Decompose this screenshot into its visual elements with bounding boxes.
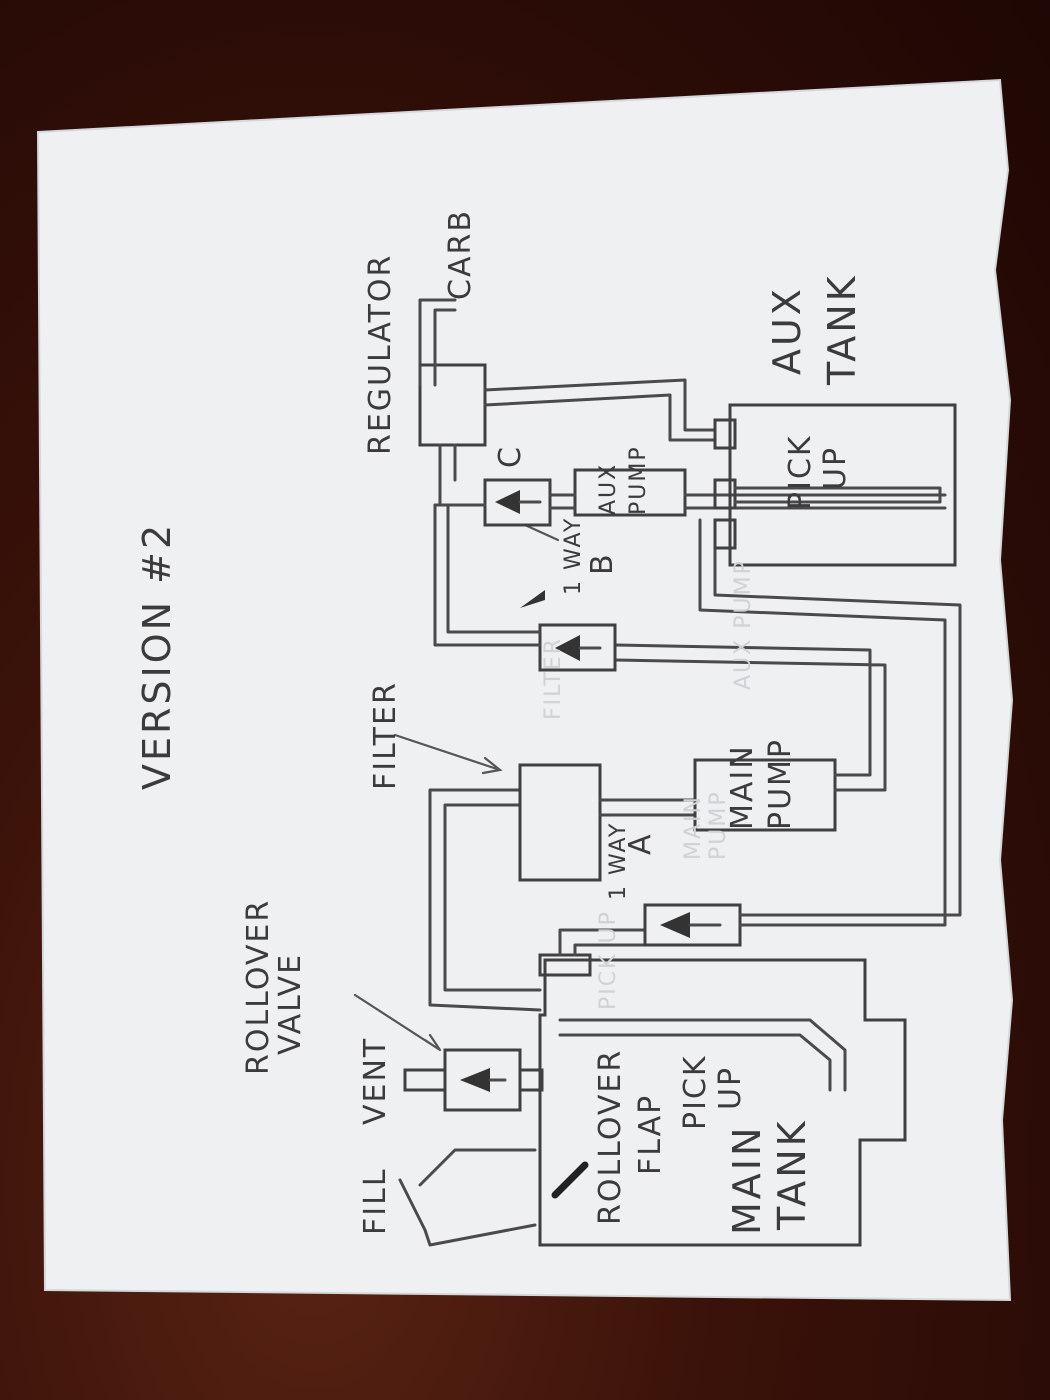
rollover-valve-pointer — [353, 993, 442, 1052]
one-way-b-label: 1 WAY — [561, 517, 586, 595]
filter-pointer — [393, 733, 503, 775]
ghost-aux-pump: AUX PUMP — [731, 559, 756, 690]
ghost-pick-up: PICK UP — [596, 910, 621, 1010]
vent-label: VENT — [358, 1037, 393, 1125]
aux-tank-port-2 — [713, 478, 737, 510]
aux-tank-label: AUX — [765, 286, 809, 375]
paper-sheet — [36, 78, 1014, 1302]
aux-tank-outline — [728, 403, 957, 567]
regulator-to-carb — [418, 298, 457, 387]
main-pickup-label-2: UP — [713, 1066, 748, 1110]
rollover-valve-label-2: VALVE — [273, 953, 308, 1055]
main-pickup-label: PICK — [678, 1054, 713, 1130]
regulator-label: REGULATOR — [363, 254, 398, 455]
aux-tank-label-2: TANK — [820, 273, 864, 386]
rollover-flap-label: ROLLOVER — [593, 1049, 628, 1225]
valve-b-to-line — [433, 503, 542, 647]
filter-label: FILTER — [368, 681, 403, 790]
main-tank-outline — [538, 958, 907, 1247]
aux-pump-label: AUX — [596, 463, 621, 515]
main-pickup-pipe — [558, 1018, 847, 1092]
fill-label: FILL — [358, 1167, 393, 1235]
valve-a-to-aux-line — [698, 518, 962, 927]
main-tank-outlet — [538, 953, 592, 977]
main-pump-label-2: PUMP — [763, 738, 798, 830]
aux-tank-port-3 — [713, 518, 737, 550]
ghost-main-pump-2: PUMP — [706, 790, 731, 860]
aux-pump-box — [573, 468, 687, 517]
page-title: VERSION #2 — [135, 522, 179, 790]
filter-to-main-pump — [598, 798, 697, 817]
one-way-b-label-2: B — [585, 552, 620, 575]
one-way-b-box — [538, 623, 617, 672]
filter-box — [518, 763, 602, 882]
aux-pump-label-2: PUMP — [626, 445, 651, 515]
b-pointer — [523, 523, 560, 542]
aux-pickup-label: PICK — [783, 434, 818, 510]
regulator-down — [438, 443, 457, 507]
one-way-a-label-2: A — [623, 832, 658, 855]
one-way-b-arrow — [555, 635, 580, 661]
outlet-to-valve-a — [558, 928, 647, 957]
main-pump-label: MAIN — [725, 744, 760, 830]
rollover-flap-label-2: FLAP — [633, 1094, 668, 1175]
valve-stub — [518, 1068, 544, 1092]
ghost-main-pump: MAIN — [681, 795, 706, 860]
return-line — [428, 788, 542, 1012]
main-pump-box — [693, 758, 837, 832]
aux-pickup-pipe — [733, 486, 942, 504]
aux-pickup-label-2: UP — [818, 446, 853, 490]
valve-c-arrow — [495, 490, 520, 514]
valve-c-box — [483, 478, 552, 527]
rollover-valve-arrow — [460, 1068, 490, 1092]
aux-pump-lines — [433, 493, 947, 510]
rollover-flap — [551, 1161, 589, 1199]
ghost-filter: FILTER — [541, 637, 566, 720]
one-way-a-arrow — [660, 912, 690, 938]
main-tank-label-2: TANK — [770, 1118, 814, 1231]
small-arrow-b — [520, 590, 545, 608]
aux-tank-port-1 — [713, 418, 737, 450]
main-tank-label: MAIN — [725, 1125, 769, 1235]
one-way-a-label: 1 WAY — [606, 822, 631, 900]
rollover-valve-label: ROLLOVER — [241, 899, 276, 1075]
valve-c-label: C — [493, 445, 528, 468]
regulator-to-aux — [483, 378, 717, 442]
main-pump-feed — [613, 643, 887, 792]
fill-neck — [398, 1148, 537, 1247]
carb-label: CARB — [443, 209, 478, 300]
vent-stub — [403, 1068, 447, 1092]
diagram: VERSION #2 — [135, 209, 962, 1247]
